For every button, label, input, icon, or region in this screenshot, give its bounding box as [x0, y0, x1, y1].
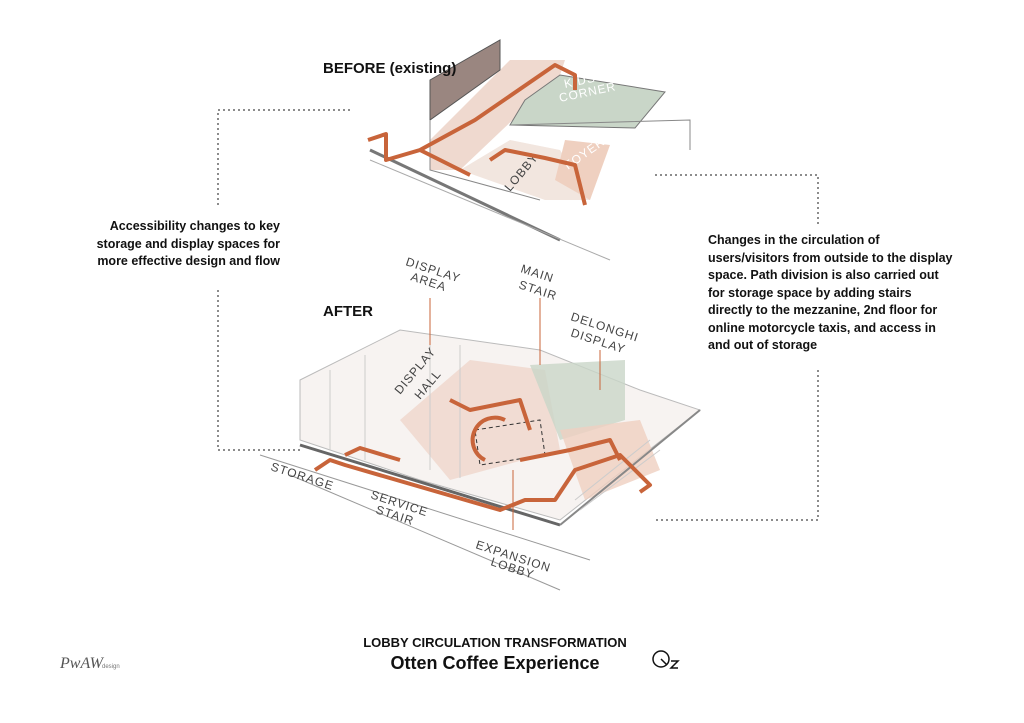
note-right-line: directly to the mezzanine, 2nd floor for [708, 303, 938, 317]
logo: PwAW design [59, 655, 120, 672]
footer-title: Otten Coffee Experience [390, 653, 600, 673]
note-right-line: for storage space by adding stairs [708, 285, 912, 300]
note-right-line: and out of storage [708, 338, 818, 352]
circulation-path-before [367, 63, 587, 206]
before-title: BEFORE (existing) [323, 60, 457, 77]
before-axonometric: KIDS CORNER LOBBY FOYER [367, 39, 691, 261]
note-left-line: more effective design and flow [97, 254, 280, 268]
logo-text: PwAW [59, 655, 105, 672]
after-title: AFTER [323, 303, 373, 320]
leader-lines [429, 298, 601, 530]
note-right: Changes in the circulation of users/visi… [708, 232, 1008, 355]
circulation-path-after [313, 398, 652, 512]
footer-subtitle: LOBBY CIRCULATION TRANSFORMATION [363, 635, 627, 650]
dotted-connector-right [655, 174, 819, 521]
note-right-line: online motorcycle taxis, and access in [708, 320, 936, 335]
north-arrow-icon [652, 650, 680, 669]
dotted-connector-left [217, 109, 350, 451]
label-kids-corner: KIDS [563, 71, 597, 91]
note-right-line: Changes in the circulation of [708, 233, 880, 247]
note-left-line: Accessibility changes to key [109, 219, 280, 233]
note-left: Accessibility changes to key storage and… [60, 218, 280, 271]
note-left-line: storage and display spaces for [96, 236, 280, 251]
note-right-line: space. Path division is also carried out [708, 268, 939, 282]
logo-subtext: design [102, 664, 120, 670]
note-right-line: users/visitors from outside to the displ… [708, 250, 953, 265]
